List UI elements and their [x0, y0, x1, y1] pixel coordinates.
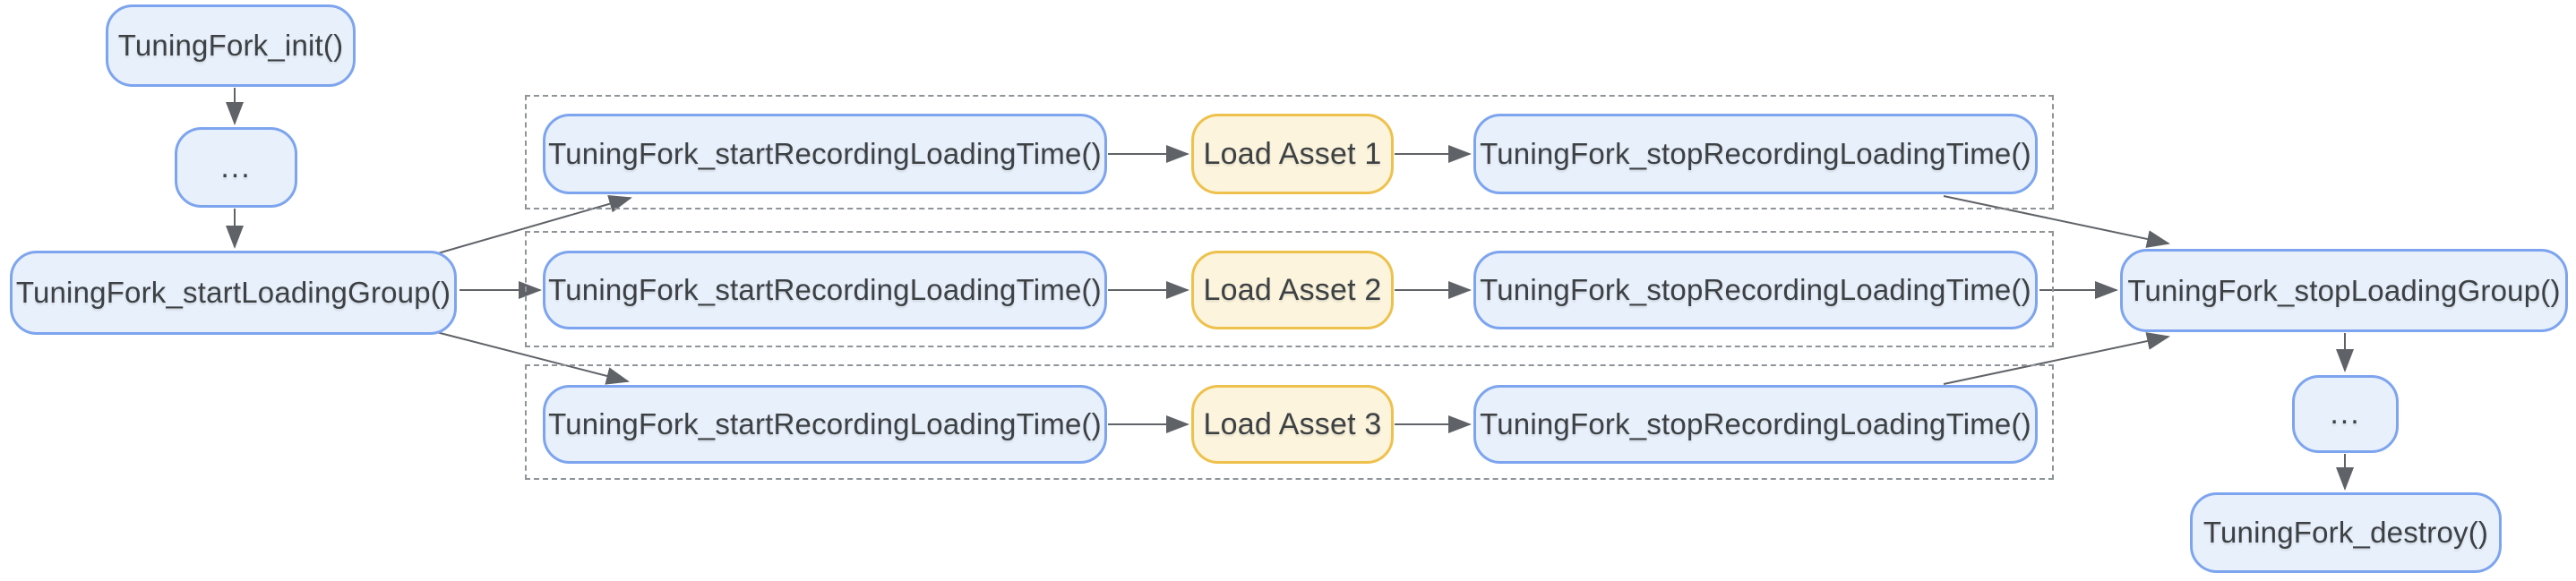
node-stop-loading-group: TuningFork_stopLoadingGroup() — [2120, 249, 2568, 332]
loading-group-row-3 — [525, 364, 2054, 480]
node-tuningfork-destroy: TuningFork_destroy() — [2190, 492, 2502, 573]
node-tuningfork-init: TuningFork_init() — [106, 4, 356, 87]
node-stop-recording-3: TuningFork_stopRecordingLoadingTime() — [1473, 385, 2038, 464]
node-start-recording-1: TuningFork_startRecordingLoadingTime() — [543, 114, 1107, 194]
node-stop-recording-1: TuningFork_stopRecordingLoadingTime() — [1473, 114, 2038, 194]
node-load-asset-2: Load Asset 2 — [1191, 251, 1394, 329]
node-ellipsis-top: ... — [175, 127, 297, 208]
loading-group-row-2 — [525, 231, 2054, 347]
node-ellipsis-bottom: ... — [2292, 375, 2399, 453]
node-start-recording-2: TuningFork_startRecordingLoadingTime() — [543, 251, 1107, 329]
node-start-recording-3: TuningFork_startRecordingLoadingTime() — [543, 385, 1107, 464]
loading-group-row-1 — [525, 95, 2054, 209]
node-load-asset-1: Load Asset 1 — [1191, 114, 1394, 194]
node-load-asset-3: Load Asset 3 — [1191, 385, 1394, 464]
node-start-loading-group: TuningFork_startLoadingGroup() — [10, 251, 457, 335]
node-stop-recording-2: TuningFork_stopRecordingLoadingTime() — [1473, 251, 2038, 329]
